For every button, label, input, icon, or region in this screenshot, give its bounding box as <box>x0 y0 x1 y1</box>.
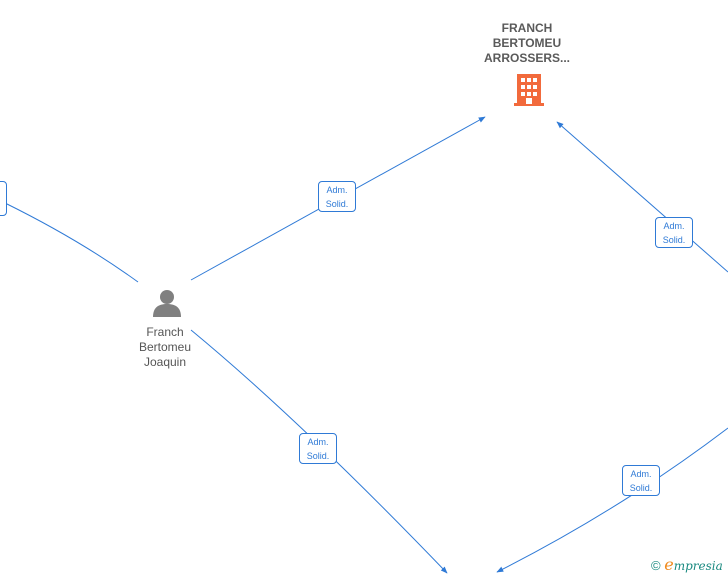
edge-label-line-1: Adm. <box>630 469 652 479</box>
person-name-line-1: Franch <box>146 325 184 339</box>
building-icon[interactable] <box>514 74 544 106</box>
company-node-label[interactable]: FRANCH BERTOMEU ARROSSERS... <box>462 21 592 66</box>
company-name-line-1: FRANCH <box>501 21 553 35</box>
person-name-line-3: Joaquin <box>143 355 187 369</box>
person-name-line-2: Bertomeu <box>138 340 192 354</box>
edge-label-line-1: Adm. <box>326 185 348 195</box>
person-node-label[interactable]: Franch Bertomeu Joaquin <box>120 325 210 370</box>
edge-label-line-2: Solid. <box>306 451 330 461</box>
edge-line-right-to-company <box>556 121 728 273</box>
edge-label-adm-solid[interactable]: Adm. Solid. <box>655 217 693 248</box>
copyright-icon: © <box>651 558 661 573</box>
company-name-line-2: BERTOMEU <box>492 36 562 50</box>
edge-label-adm-solid[interactable]: Adm. Solid. <box>622 465 660 496</box>
edge-line-right-to-bottom <box>496 427 728 573</box>
edge-label-line-1: Adm. <box>663 221 685 231</box>
edge-label-adm-solid[interactable]: Adm. Solid. <box>299 433 337 464</box>
edge-label-line-2: Solid. <box>325 199 349 209</box>
company-name-line-3: ARROSSERS... <box>483 51 570 65</box>
empresia-watermark: © empresia <box>651 555 723 574</box>
edge-label-line-2: Solid. <box>629 483 653 493</box>
edge-line-left-partial <box>4 202 139 283</box>
person-icon[interactable] <box>153 290 181 317</box>
brand-logo-text: mpresia <box>673 559 723 573</box>
partial-node-box[interactable] <box>0 181 7 216</box>
edge-label-line-2: Solid. <box>662 235 686 245</box>
edge-label-line-1: Adm. <box>307 437 329 447</box>
brand-logo-e: e <box>664 555 674 574</box>
edge-label-adm-solid[interactable]: Adm. Solid. <box>318 181 356 212</box>
